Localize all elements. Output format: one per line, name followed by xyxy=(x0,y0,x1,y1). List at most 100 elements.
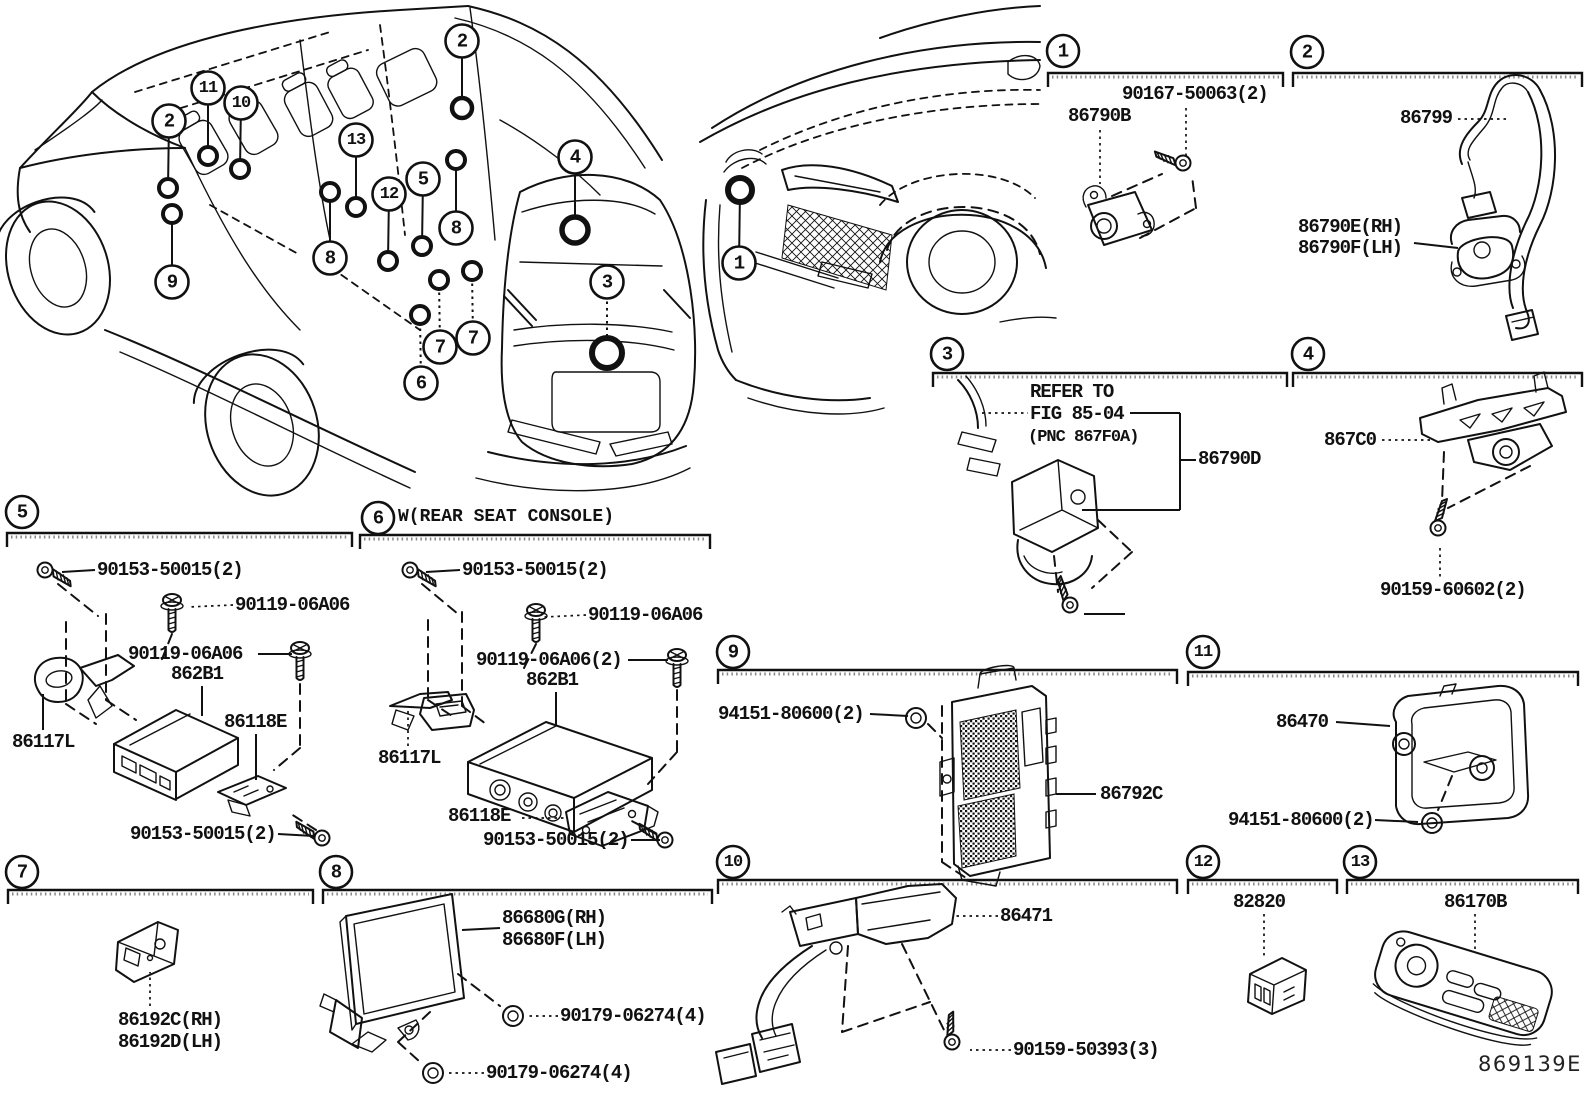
svg-text:5: 5 xyxy=(17,502,28,524)
location-ring xyxy=(197,145,219,167)
section-callout-11: 11 xyxy=(1185,634,1221,670)
part-side-camera-86192 xyxy=(115,921,179,983)
section-callout-8: 8 xyxy=(318,854,354,890)
section-bracket-2 xyxy=(1291,71,1584,87)
svg-text:2: 2 xyxy=(457,31,468,53)
line-art xyxy=(0,5,1567,1085)
svg-text:6: 6 xyxy=(373,508,384,530)
vehicle-callout-7: 7 xyxy=(455,320,491,356)
svg-text:11: 11 xyxy=(199,79,218,98)
part-camera-bracket-867C0 xyxy=(1419,371,1567,537)
section-bracket-7 xyxy=(6,888,315,904)
part-side-camera-86790EF xyxy=(1450,214,1526,287)
vehicle-callout-1: 1 xyxy=(721,245,757,281)
part-rear-camera-86790D xyxy=(957,375,1133,617)
svg-text:7: 7 xyxy=(17,862,28,884)
vehicle-callout-2: 2 xyxy=(444,23,480,59)
svg-text:8: 8 xyxy=(325,248,336,270)
part-remote-86170B xyxy=(1372,930,1553,1046)
location-ring xyxy=(161,203,183,225)
vehicle-callout-9: 9 xyxy=(154,264,190,300)
location-ring xyxy=(409,304,431,326)
svg-text:5: 5 xyxy=(418,169,429,191)
vehicle-callout-12: 12 xyxy=(371,176,407,212)
section-callout-5: 5 xyxy=(4,494,40,530)
section-callout-7: 7 xyxy=(4,854,40,890)
svg-text:3: 3 xyxy=(942,344,953,366)
vehicle-callout-6: 6 xyxy=(403,365,439,401)
svg-text:7: 7 xyxy=(468,328,479,350)
svg-text:11: 11 xyxy=(1194,643,1213,662)
location-ring xyxy=(229,158,251,180)
svg-text:13: 13 xyxy=(1351,853,1370,872)
location-ring xyxy=(449,95,475,121)
section-callout-1: 1 xyxy=(1045,33,1081,69)
svg-text:13: 13 xyxy=(347,131,366,150)
svg-text:1: 1 xyxy=(1058,41,1069,63)
location-ring xyxy=(157,177,179,199)
section-bracket-12 xyxy=(1186,878,1339,894)
part-display-86680 xyxy=(319,893,524,1084)
svg-text:10: 10 xyxy=(232,94,251,113)
svg-text:9: 9 xyxy=(728,642,739,664)
section-callout-13: 13 xyxy=(1342,844,1378,880)
vehicle-callout-11: 11 xyxy=(190,70,226,106)
svg-text:2: 2 xyxy=(164,111,175,133)
svg-text:8: 8 xyxy=(451,218,462,240)
vehicle-callout-10: 10 xyxy=(223,85,259,121)
vehicle-callout-2: 2 xyxy=(151,103,187,139)
location-ring xyxy=(345,196,367,218)
section-bracket-5 xyxy=(5,531,354,547)
section-callout-2: 2 xyxy=(1289,34,1325,70)
svg-text:4: 4 xyxy=(570,147,581,169)
section-callout-9: 9 xyxy=(715,634,751,670)
svg-text:6: 6 xyxy=(416,373,427,395)
svg-text:12: 12 xyxy=(380,185,399,204)
svg-text:12: 12 xyxy=(1194,853,1213,872)
location-ring xyxy=(559,214,591,246)
vehicle-callout-5: 5 xyxy=(405,161,441,197)
vehicle-callout-8: 8 xyxy=(312,240,348,276)
svg-text:10: 10 xyxy=(724,853,743,872)
svg-text:4: 4 xyxy=(1303,344,1314,366)
figure-code: 869139E xyxy=(1478,1052,1582,1076)
vehicle-callout-7: 7 xyxy=(422,329,458,365)
section-brackets xyxy=(5,71,1584,904)
section-callout-3: 3 xyxy=(929,336,965,372)
section-bracket-13 xyxy=(1345,878,1580,894)
location-ring xyxy=(445,149,467,171)
section-callout-6: 6 xyxy=(360,500,396,536)
location-ring xyxy=(461,260,483,282)
section-callout-10: 10 xyxy=(715,844,751,880)
section-bracket-3 xyxy=(931,371,1289,387)
location-ring xyxy=(411,235,433,257)
svg-text:9: 9 xyxy=(167,272,178,294)
section-bracket-11 xyxy=(1186,670,1580,686)
vehicle-front-sketch xyxy=(699,5,1057,415)
svg-text:7: 7 xyxy=(435,337,446,359)
section-bracket-6 xyxy=(358,533,712,549)
part-module-set-s6 xyxy=(389,559,689,851)
section-bracket-4 xyxy=(1291,371,1584,387)
svg-text:2: 2 xyxy=(1302,42,1313,64)
part-connector-82820 xyxy=(1247,957,1307,1015)
location-ring xyxy=(725,175,755,205)
part-module-set-s5 xyxy=(33,559,333,849)
location-ring xyxy=(589,335,625,371)
section-bracket-10 xyxy=(716,878,1179,894)
part-front-camera-86790B xyxy=(1082,150,1197,246)
svg-text:1: 1 xyxy=(734,253,745,275)
leader-lines xyxy=(42,108,1506,1074)
section-callout-4: 4 xyxy=(1290,336,1326,372)
section-bracket-8 xyxy=(321,888,714,904)
vehicle-callout-4: 4 xyxy=(557,139,593,175)
location-ring xyxy=(428,269,450,291)
section-bracket-1 xyxy=(1046,71,1285,87)
vehicle-callout-3: 3 xyxy=(589,264,625,300)
location-ring xyxy=(319,181,341,203)
part-ecu-86792C xyxy=(905,664,1057,887)
svg-text:3: 3 xyxy=(602,272,613,294)
part-ecu-86470 xyxy=(1392,683,1530,834)
